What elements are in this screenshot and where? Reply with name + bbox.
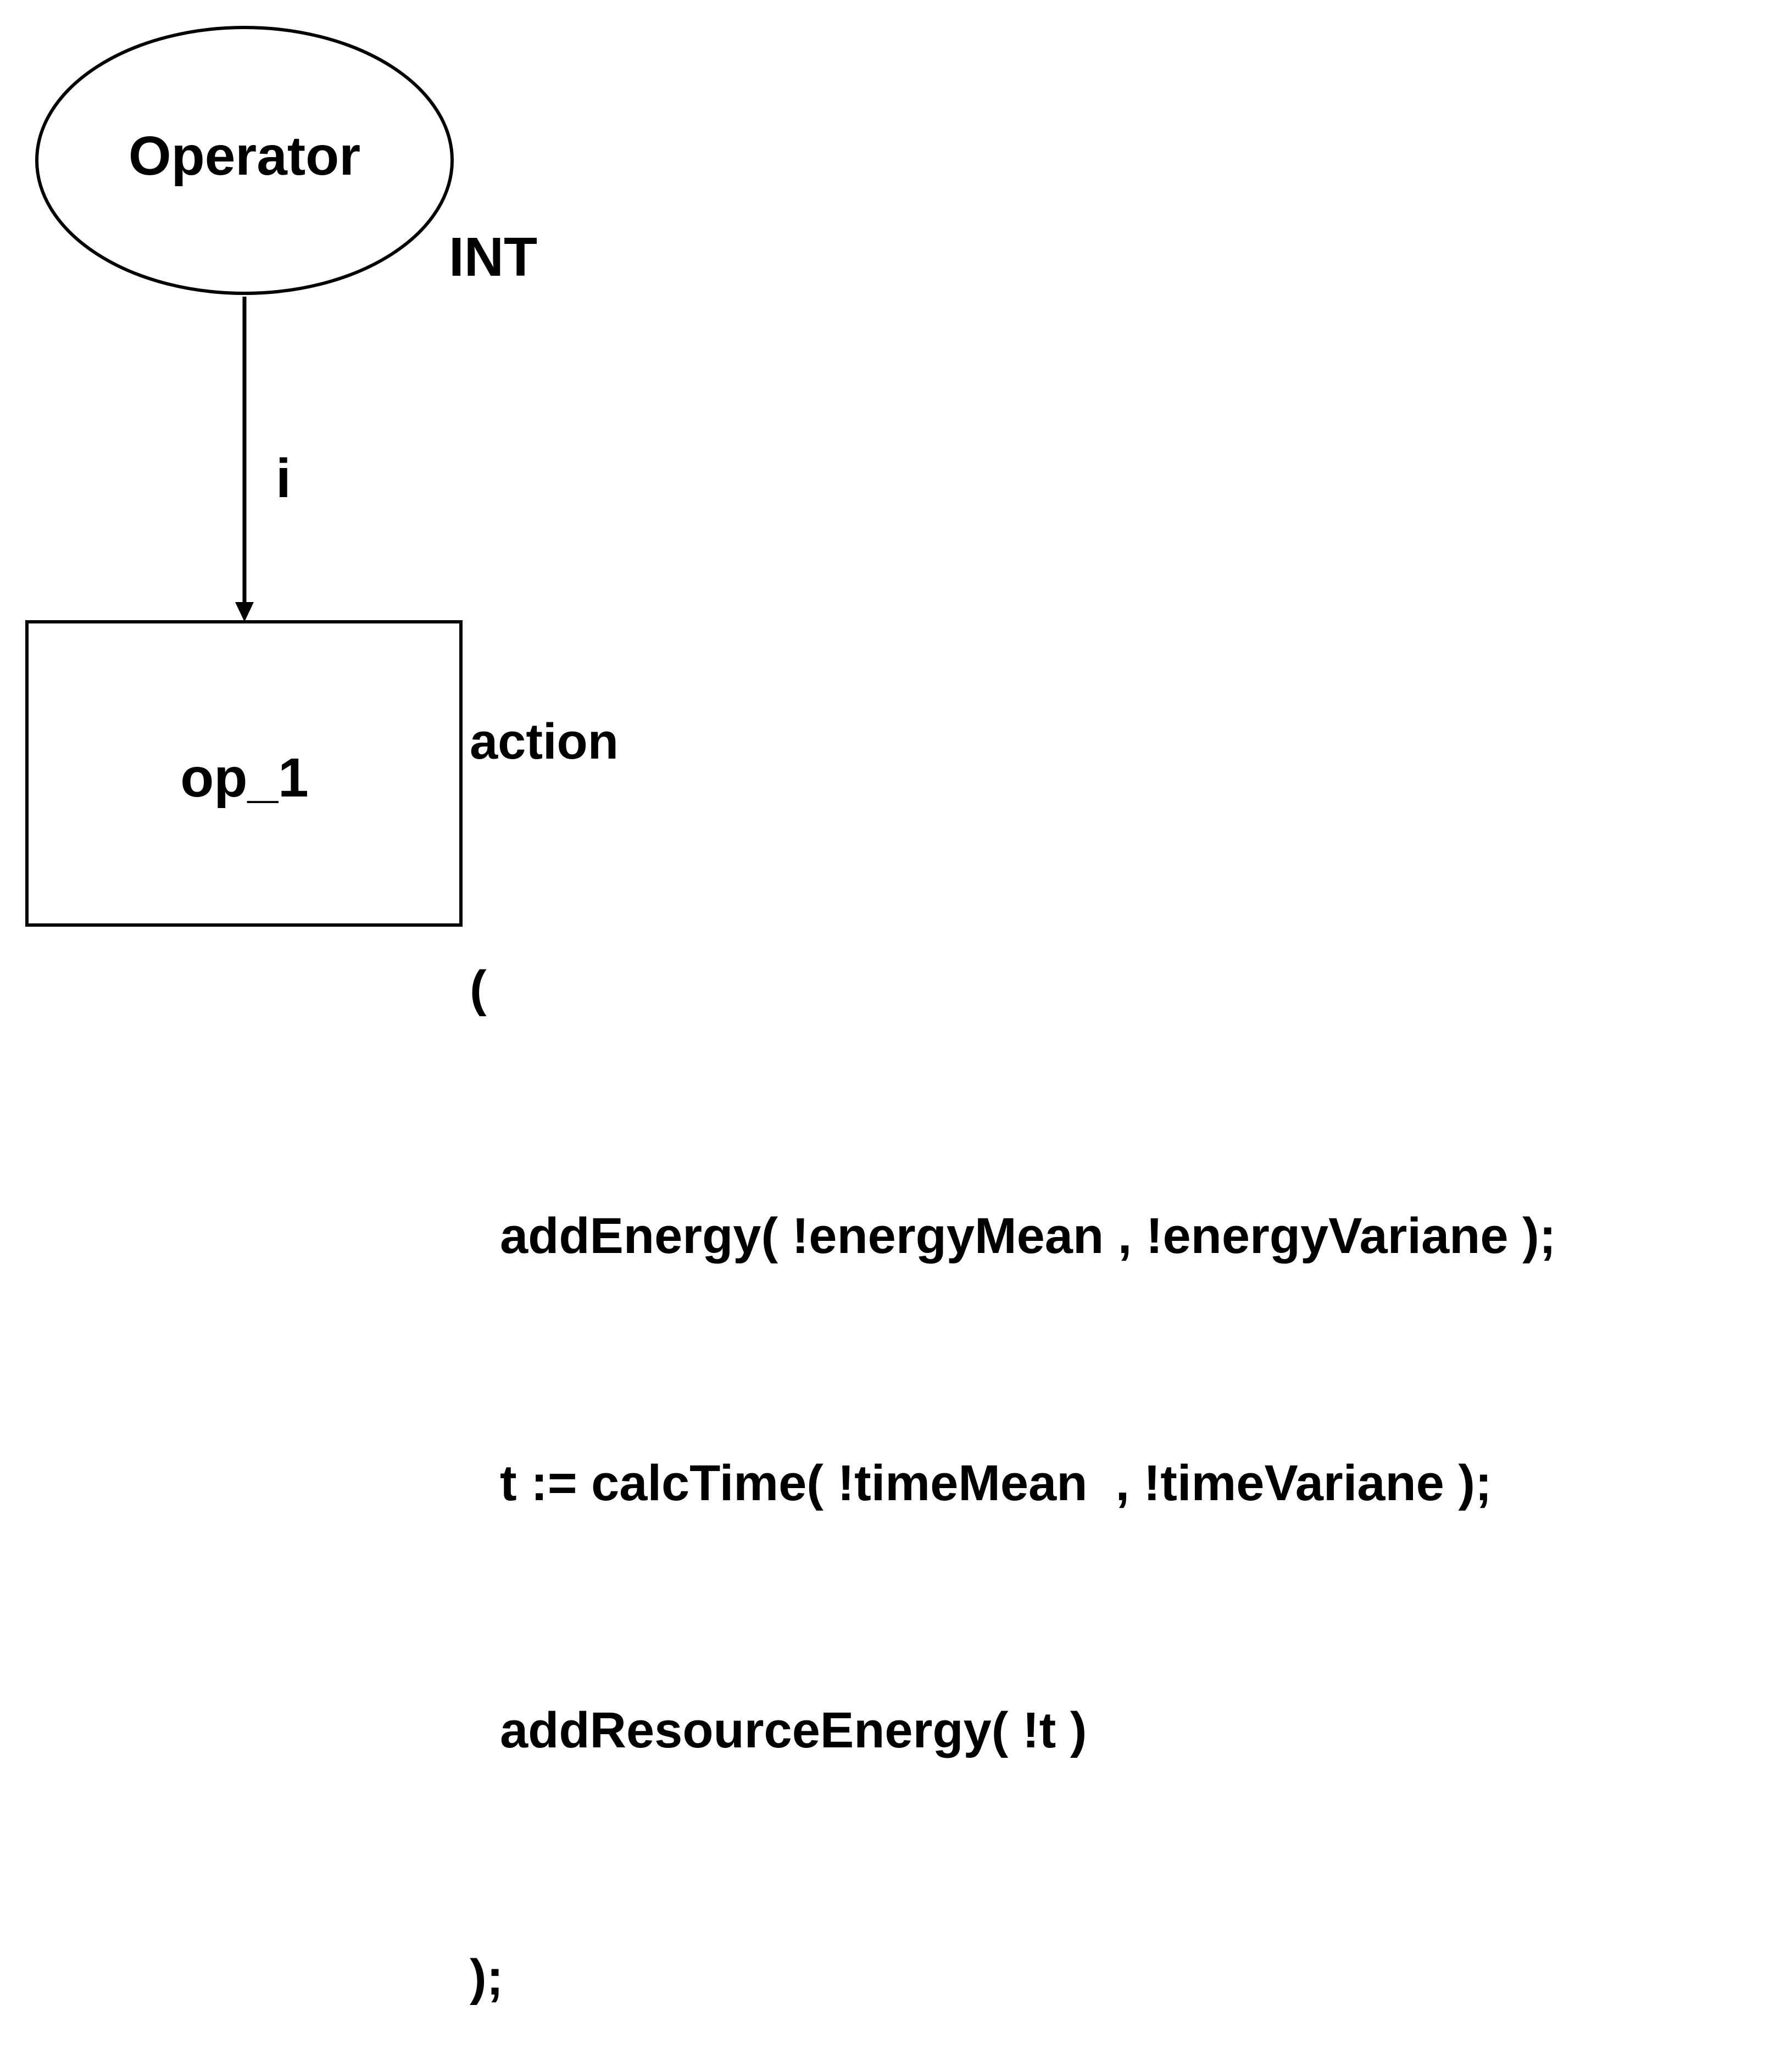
action-close-paren: ); bbox=[470, 1950, 504, 2006]
action-open-paren: ( bbox=[470, 961, 487, 1017]
code-line-add-energy: addEnergy( !energyMean , !energyVariane … bbox=[500, 1208, 1556, 1264]
action-code-block: action ( addEnergy( !energyMean , !energ… bbox=[470, 536, 1556, 2072]
place-operator: Operator bbox=[35, 26, 454, 295]
place-label: Operator bbox=[129, 125, 360, 187]
code-line-add-resource-energy: addResourceEnergy( !t ) bbox=[500, 1702, 1087, 1758]
action-keyword: action bbox=[470, 714, 619, 770]
transition-label: op_1 bbox=[180, 747, 308, 809]
arc-operator-to-op1: i bbox=[235, 297, 291, 622]
arrowhead-icon bbox=[235, 602, 254, 622]
transition-op1: op_1 bbox=[25, 620, 463, 927]
arc-label: i bbox=[276, 448, 291, 509]
place-type-label: INT bbox=[449, 226, 537, 288]
place-ellipse bbox=[35, 26, 454, 295]
petri-net-diagram: Operator INT i op_1 bbox=[25, 26, 537, 927]
code-line-calc-time: t := calcTime( !timeMean , !timeVariane … bbox=[500, 1455, 1492, 1511]
transition-rect bbox=[25, 620, 463, 927]
